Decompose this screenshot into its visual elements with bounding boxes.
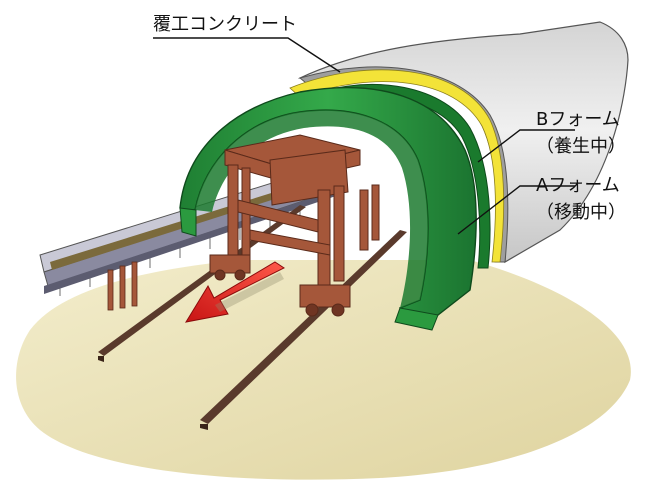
ground-area — [16, 260, 631, 480]
a-form-status: （移動中） — [536, 202, 626, 223]
form-traveller — [209, 134, 380, 317]
b-form-label: Bフォーム — [536, 109, 620, 130]
rails — [98, 205, 407, 430]
arrow-left-down-icon — [184, 261, 285, 323]
leader-lines — [153, 37, 575, 235]
b-form-status: （養生中） — [536, 136, 626, 157]
a-form-inner — [195, 110, 428, 308]
a-form-label: Aフォーム — [536, 175, 620, 196]
lining-band — [289, 69, 505, 263]
lining-concrete-label: 覆工コンクリート — [153, 14, 297, 35]
a-form-foot — [394, 307, 439, 331]
